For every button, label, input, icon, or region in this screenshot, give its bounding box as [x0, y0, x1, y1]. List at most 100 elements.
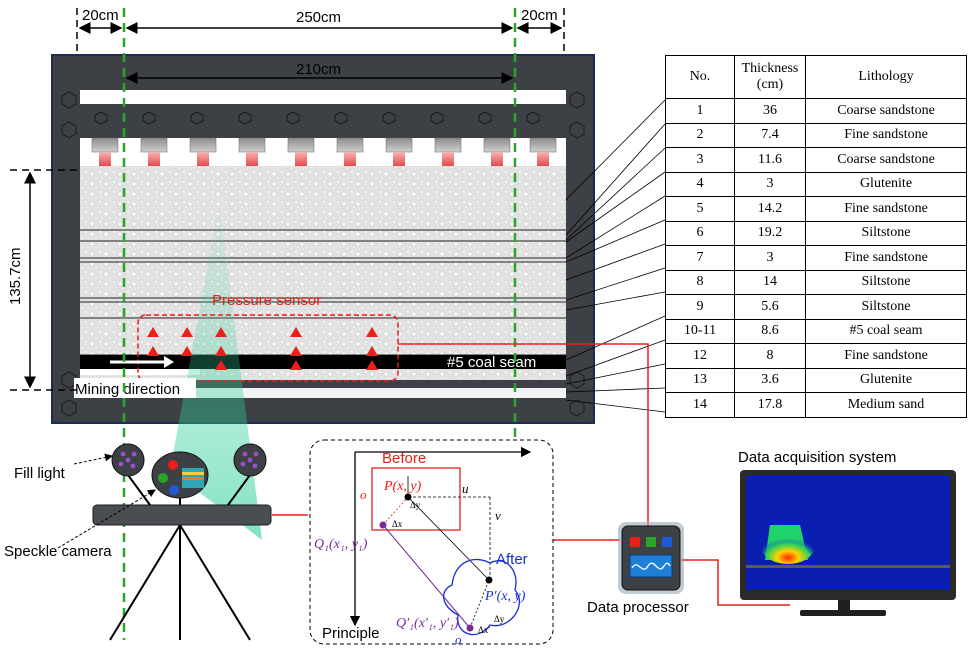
- mining-direction-arrow: [110, 356, 174, 368]
- dim-left-margin: 20cm: [82, 7, 119, 24]
- table-header-row: No. Thickness (cm) Lithology: [665, 55, 967, 99]
- monitor-icon: [740, 470, 956, 616]
- speckle-camera-icon: [151, 451, 209, 499]
- hydraulic-jacks: [91, 137, 557, 166]
- cell-lithology: Fine sandstone: [805, 196, 967, 222]
- cell-no: 9: [665, 294, 735, 320]
- coal-seam-label: #5 coal seam: [447, 354, 536, 371]
- pressure-sensor-box: [137, 314, 399, 382]
- dim-right-margin: 20cm: [521, 7, 558, 24]
- cell-lithology: Siltstone: [805, 220, 967, 246]
- principle-dy2: Δy: [494, 614, 505, 624]
- cell-no: 4: [665, 171, 735, 197]
- principle-v: v: [495, 508, 501, 523]
- cell-lithology: Fine sandstone: [805, 343, 967, 369]
- cell-no: 7: [665, 245, 735, 271]
- cell-lithology: Fine sandstone: [805, 245, 967, 271]
- cell-thickness: 3.6: [734, 367, 806, 393]
- principle-dx: Δx: [392, 519, 403, 529]
- black-guides: [10, 8, 565, 391]
- fill-light-left-icon: [111, 443, 145, 477]
- principle-q1-prime: Q′₁(x′₁, y′₁): [396, 616, 459, 631]
- camera-rig: [92, 443, 272, 641]
- camera-callouts: [57, 453, 156, 549]
- pressure-sensors: [147, 327, 378, 370]
- cell-no: 5: [665, 196, 735, 222]
- cell-no: 10-11: [665, 318, 735, 344]
- col-header-lithology: Lithology: [805, 55, 967, 99]
- fill-light-label: Fill light: [14, 465, 66, 482]
- speckle-camera-label: Speckle camera: [4, 543, 112, 560]
- dim-total-width: 250cm: [296, 9, 341, 26]
- cell-no: 8: [665, 269, 735, 295]
- dimension-arrows: [24, 22, 563, 389]
- mining-direction-label: Mining direction: [75, 381, 180, 398]
- cell-lithology: Siltstone: [805, 294, 967, 320]
- strata-leader-lines: [565, 99, 666, 413]
- cell-lithology: Medium sand: [805, 392, 967, 418]
- signal-wires: [272, 343, 790, 606]
- cell-thickness: 3: [734, 245, 806, 271]
- cell-lithology: Glutenite: [805, 171, 967, 197]
- data-acquisition-label: Data acquisition system: [738, 449, 896, 466]
- pressure-sensor-label: Pressure sensor: [212, 292, 321, 309]
- principle-o2: o: [455, 632, 462, 647]
- principle-p: P(x, y): [383, 479, 422, 494]
- dim-height: 135.7cm: [7, 247, 24, 305]
- col-header-no: No.: [665, 55, 735, 99]
- principle-p-prime: P′(x, y): [484, 589, 526, 604]
- principle-after: After: [496, 551, 528, 568]
- cell-thickness: 19.2: [734, 220, 806, 246]
- cell-lithology: #5 coal seam: [805, 318, 967, 344]
- cell-thickness: 11.6: [734, 147, 806, 173]
- cell-lithology: Siltstone: [805, 269, 967, 295]
- cell-lithology: Glutenite: [805, 367, 967, 393]
- mined-out-gap: [80, 369, 200, 375]
- cell-lithology: Coarse sandstone: [805, 147, 967, 173]
- dim-inner-width: 210cm: [296, 61, 341, 78]
- principle-title: Principle: [322, 625, 380, 642]
- principle-u: u: [462, 481, 469, 496]
- cell-no: 12: [665, 343, 735, 369]
- camera-platform: [92, 504, 272, 526]
- cell-thickness: 3: [734, 171, 806, 197]
- frame-bolts: [61, 91, 585, 417]
- cell-thickness: 5.6: [734, 294, 806, 320]
- data-processor-icon: [618, 522, 684, 594]
- cell-thickness: 14.2: [734, 196, 806, 222]
- fill-light-right-icon: [233, 443, 267, 477]
- cell-thickness: 36: [734, 98, 806, 124]
- data-processor-label: Data processor: [587, 599, 689, 616]
- principle-panel: [309, 439, 554, 645]
- col-header-thickness: Thickness (cm): [734, 55, 806, 99]
- cell-lithology: Coarse sandstone: [805, 98, 967, 124]
- cell-lithology: Fine sandstone: [805, 122, 967, 148]
- cell-thickness: 14: [734, 269, 806, 295]
- cell-thickness: 7.4: [734, 122, 806, 148]
- cell-no: 1: [665, 98, 735, 124]
- cell-no: 3: [665, 147, 735, 173]
- principle-o: o: [360, 487, 367, 502]
- cell-no: 2: [665, 122, 735, 148]
- cell-thickness: 8.6: [734, 318, 806, 344]
- principle-q1: Q₁(x₁, y₁): [314, 537, 368, 552]
- principle-before: Before: [382, 450, 426, 467]
- cell-no: 13: [665, 367, 735, 393]
- principle-dy: Δy: [410, 500, 421, 510]
- cell-thickness: 8: [734, 343, 806, 369]
- principle-dx2: Δx′: [478, 625, 490, 635]
- cell-no: 14: [665, 392, 735, 418]
